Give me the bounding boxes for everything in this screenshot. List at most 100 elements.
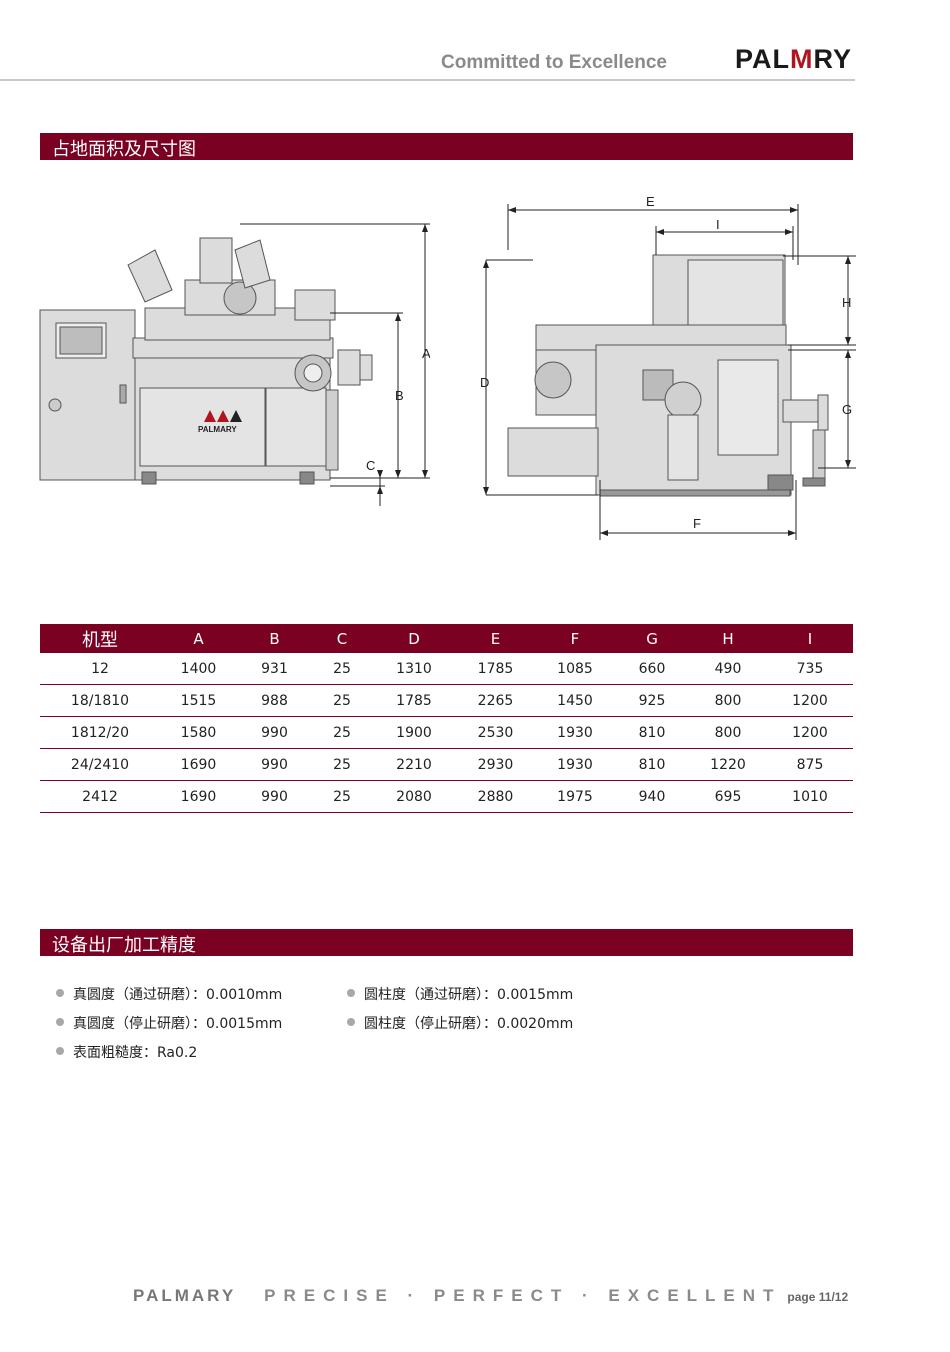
top-view-drawing: E I D F H G — [480, 194, 856, 540]
dim-label-e: E — [646, 194, 655, 209]
header-tagline: Committed to Excellence — [441, 52, 667, 73]
list-item: 圆柱度（通过研磨）：0.0015mm — [347, 984, 573, 1004]
bullet-dot-icon — [56, 1047, 64, 1055]
table-header-cell: A — [160, 624, 237, 653]
header-divider — [0, 79, 855, 81]
table-cell: 25 — [312, 684, 372, 717]
table-cell: 1200 — [767, 716, 853, 749]
table-row: 18/1810 1515 988 25 1785 2265 1450 925 8… — [40, 684, 853, 717]
dim-label-c: C — [366, 458, 375, 473]
table-cell: 1785 — [456, 653, 535, 685]
table-cell: 12 — [40, 653, 160, 685]
table-cell: 735 — [767, 653, 853, 685]
table-cell: 2412 — [40, 780, 160, 813]
precision-text: 真圆度（停止研磨）：0.0015mm — [73, 1016, 283, 1032]
table-cell: 1200 — [767, 684, 853, 717]
precision-text: 圆柱度（停止研磨）：0.0020mm — [364, 1016, 574, 1032]
dim-label-d: D — [480, 375, 489, 390]
table-header-cell: E — [456, 624, 535, 653]
dim-label-a: A — [422, 346, 430, 361]
table-cell: 800 — [689, 716, 767, 749]
table-cell: 1812/20 — [40, 716, 160, 749]
table-cell: 25 — [312, 780, 372, 813]
table-cell: 660 — [615, 653, 689, 685]
table-header-cell: G — [615, 624, 689, 653]
table-cell: 24/2410 — [40, 748, 160, 781]
table-cell: 25 — [312, 716, 372, 749]
table-cell: 931 — [237, 653, 312, 685]
list-item: 真圆度（通过研磨）：0.0010mm — [56, 984, 282, 1004]
table-cell: 490 — [689, 653, 767, 685]
table-cell: 1010 — [767, 780, 853, 813]
brand-logo: PALMRY — [735, 44, 852, 75]
table-row: 12 1400 931 25 1310 1785 1085 660 490 73… — [40, 653, 853, 685]
table-cell: 2530 — [456, 716, 535, 749]
dim-label-f: F — [693, 516, 701, 531]
table-cell: 988 — [237, 684, 312, 717]
front-view-drawing: PALMARY A B C — [39, 223, 430, 506]
brand-logo-post: RY — [813, 44, 852, 74]
table-cell: 1690 — [160, 780, 237, 813]
table-cell: 990 — [237, 716, 312, 749]
dim-label-b: B — [395, 388, 404, 403]
table-cell: 1400 — [160, 653, 237, 685]
brand-logo-pre: PAL — [734, 44, 790, 74]
dim-label-g: G — [842, 402, 852, 417]
table-cell: 810 — [615, 716, 689, 749]
table-cell: 2880 — [456, 780, 535, 813]
dim-label-i: I — [716, 217, 720, 232]
precision-text: 真圆度（通过研磨）：0.0010mm — [73, 987, 283, 1003]
brand-logo-m: M — [789, 44, 814, 74]
table-cell: 1220 — [689, 748, 767, 781]
table-cell: 2210 — [372, 748, 456, 781]
table-cell: 1785 — [372, 684, 456, 717]
table-cell: 1450 — [535, 684, 615, 717]
table-header-cell: I — [767, 624, 853, 653]
table-cell: 1690 — [160, 748, 237, 781]
table-cell: 800 — [689, 684, 767, 717]
table-cell: 1515 — [160, 684, 237, 717]
table-cell: 25 — [312, 653, 372, 685]
bullet-dot-icon — [56, 1018, 64, 1026]
table-cell: 990 — [237, 780, 312, 813]
table-cell: 2080 — [372, 780, 456, 813]
precision-text: 表面粗糙度：Ra0.2 — [73, 1045, 198, 1061]
table-row: 24/2410 1690 990 25 2210 2930 1930 810 1… — [40, 748, 853, 781]
table-row: 1812/20 1580 990 25 1900 2530 1930 810 8… — [40, 716, 853, 749]
section-title-precision: 设备出厂加工精度 — [40, 929, 853, 956]
table-cell: 2265 — [456, 684, 535, 717]
table-cell: 695 — [689, 780, 767, 813]
front-badge-text: PALMARY — [198, 425, 237, 434]
list-item: 真圆度（停止研磨）：0.0015mm — [56, 1013, 282, 1033]
table-cell: 1580 — [160, 716, 237, 749]
table-cell: 925 — [615, 684, 689, 717]
precision-text: 圆柱度（通过研磨）：0.0015mm — [364, 987, 574, 1003]
table-header-cell: B — [237, 624, 312, 653]
section-title-footprint: 占地面积及尺寸图 — [40, 133, 853, 160]
section-title-footprint-text: 占地面积及尺寸图 — [52, 139, 196, 160]
table-cell: 1975 — [535, 780, 615, 813]
dimension-table: 机型 A B C D E F G H I 12 1400 931 25 1310… — [40, 624, 853, 813]
table-cell: 990 — [237, 748, 312, 781]
table-cell: 25 — [312, 748, 372, 781]
footer-brand: PALMARY — [133, 1286, 237, 1305]
dim-label-h: H — [842, 295, 851, 310]
list-item: 表面粗糙度：Ra0.2 — [56, 1042, 197, 1062]
table-header-cell: D — [372, 624, 456, 653]
table-row: 2412 1690 990 25 2080 2880 1975 940 695 … — [40, 780, 853, 813]
table-cell: 1930 — [535, 716, 615, 749]
table-cell: 1085 — [535, 653, 615, 685]
table-cell: 940 — [615, 780, 689, 813]
bullet-dot-icon — [347, 1018, 355, 1026]
front-badge-logo: PALMARY — [198, 410, 242, 434]
table-cell: 875 — [767, 748, 853, 781]
table-cell: 810 — [615, 748, 689, 781]
footer-motto: PRECISE · PERFECT · EXCELLENT — [264, 1286, 782, 1305]
table-cell: 2930 — [456, 748, 535, 781]
table-header-row: 机型 A B C D E F G H I — [40, 624, 853, 653]
table-cell: 1930 — [535, 748, 615, 781]
page-header: Committed to Excellence PALMRY — [0, 0, 950, 81]
table-cell: 1900 — [372, 716, 456, 749]
table-header-cell: C — [312, 624, 372, 653]
